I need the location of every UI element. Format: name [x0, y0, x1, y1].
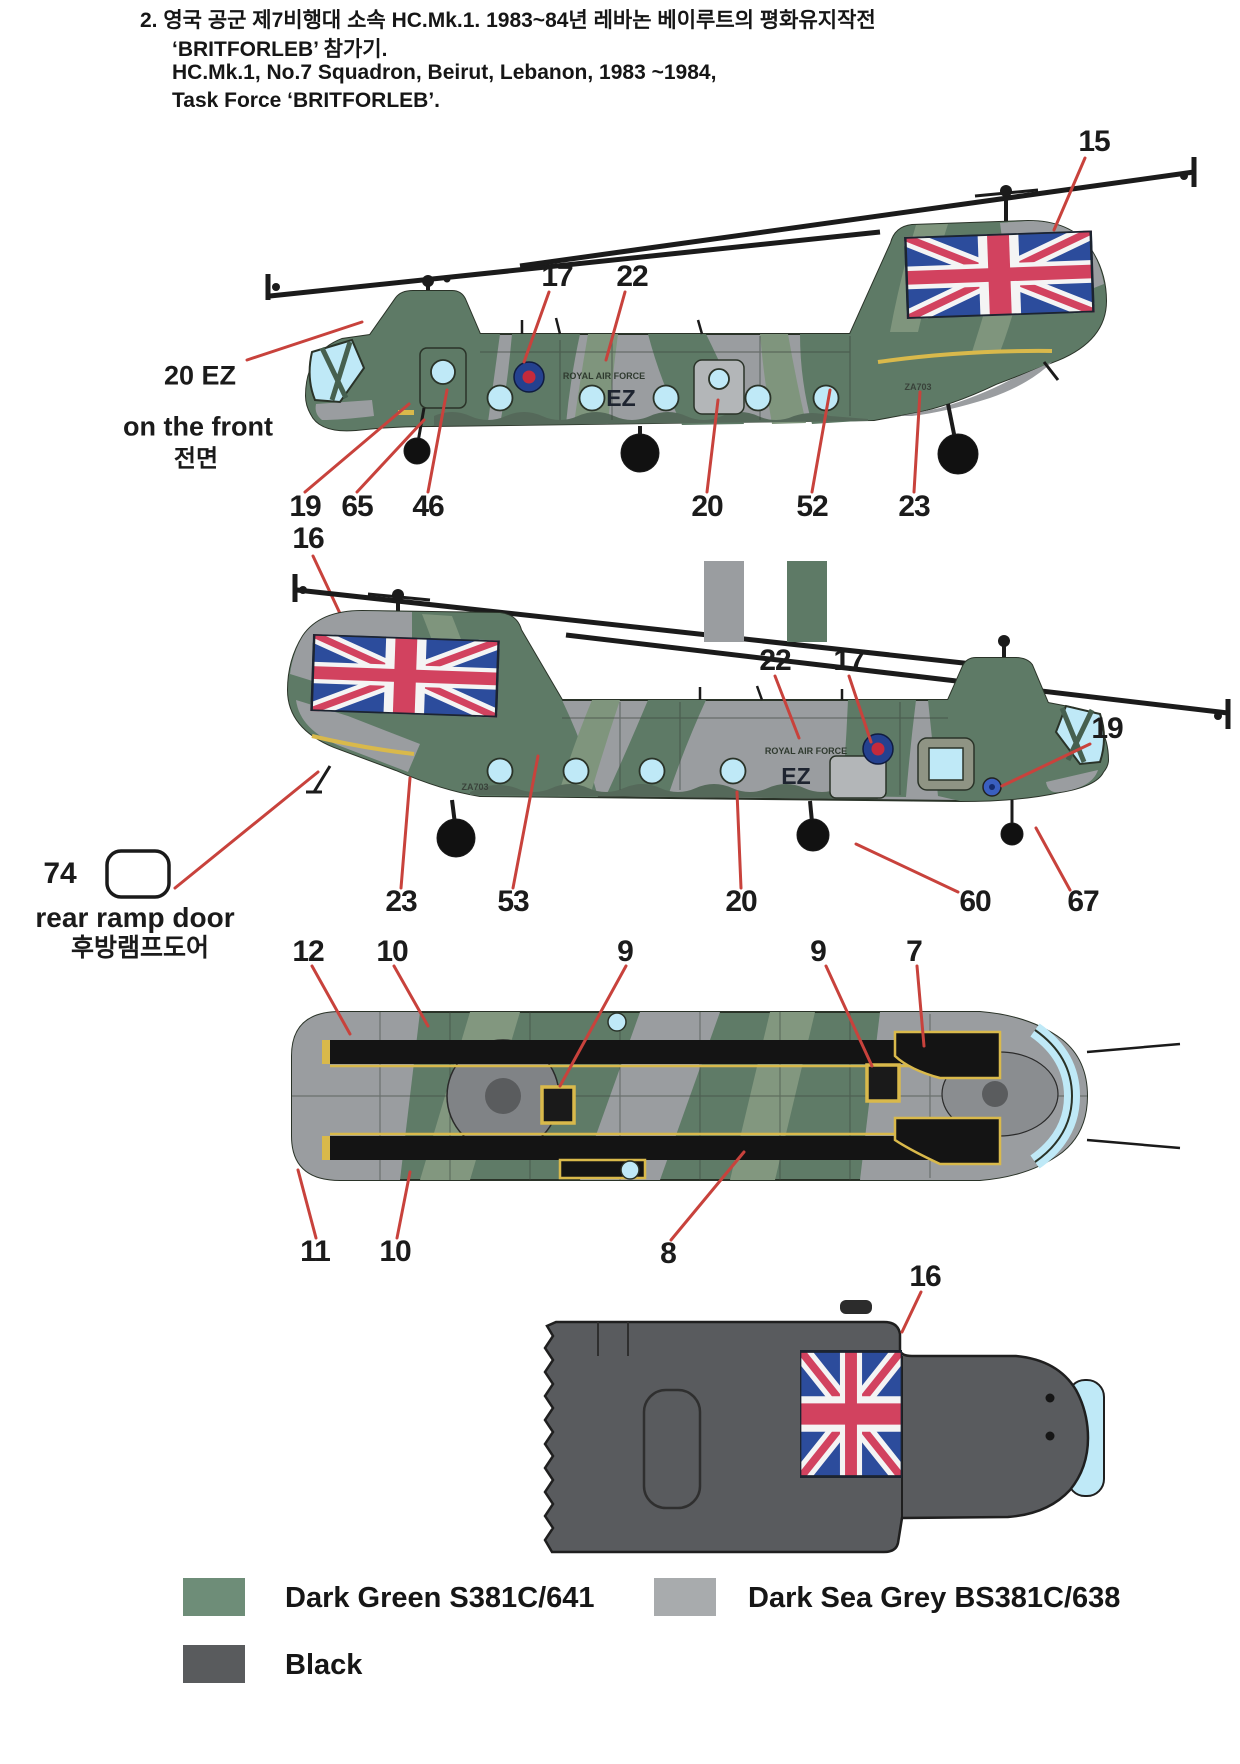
callout-17: 17	[541, 260, 573, 293]
callout-15: 15	[1078, 125, 1110, 158]
rear-ramp-note-ko: 후방램프도어	[70, 934, 210, 962]
union-jack-decal-view2	[310, 634, 500, 717]
callout-60: 60	[959, 885, 991, 918]
top-view-illustration	[291, 964, 1181, 1242]
callout-22: 22	[616, 260, 648, 293]
raf-roundel-view2	[862, 733, 894, 765]
callout-7: 7	[906, 935, 923, 968]
callout-9-left: 9	[617, 935, 634, 968]
callout-23: 23	[898, 490, 930, 523]
header-line-english-2: Task Force ‘BRITFORLEB’.	[172, 89, 440, 112]
callout-19b: 19	[1091, 712, 1123, 745]
front-code-note: 20 EZ	[163, 360, 237, 391]
callout-17b: 17	[833, 644, 865, 677]
top-view-leader-lines	[296, 964, 926, 1242]
front-code-note-ko: 전면	[173, 445, 219, 473]
callout-8: 8	[660, 1237, 677, 1270]
squadron-code-view1: EZ	[606, 385, 635, 411]
side-view-2-illustration: ROYAL AIR FORCE EZ ZA703	[105, 561, 1231, 899]
header-line-korean-2: ‘BRITFORLEB’ 참가기.	[172, 38, 388, 61]
view1-leader-lines	[245, 156, 1087, 624]
header-line-korean-1: 2. 영국 공군 제7비행대 소속 HC.Mk.1. 1983~84년 레바논 …	[140, 9, 876, 32]
callout-46: 46	[412, 490, 444, 523]
callout-23b: 23	[385, 885, 417, 918]
callout-20b: 20	[725, 885, 757, 918]
side-view-1-illustration: ROYAL AIR FORCE EZ ZA703	[245, 156, 1197, 624]
front-code-note-en: on the front	[123, 411, 273, 442]
union-jack-decal-view4	[800, 1350, 902, 1478]
callout-11: 11	[300, 1235, 331, 1268]
paint-chip-green	[787, 561, 827, 642]
callout-10-top: 10	[376, 935, 408, 968]
header-line-english-1: HC.Mk.1, No.7 Squadron, Beirut, Lebanon,…	[172, 61, 717, 84]
view4-leader-lines	[900, 1290, 923, 1334]
paint-chip-grey	[704, 561, 744, 642]
serial-number-view2: ZA703	[461, 782, 488, 792]
legend-swatch-black	[183, 1645, 245, 1683]
callout-9-right: 9	[810, 935, 827, 968]
callout-52: 52	[796, 490, 828, 523]
union-jack-decal-view1	[904, 230, 1095, 319]
callout-12: 12	[292, 935, 324, 968]
rear-ramp-door-icon	[105, 849, 171, 899]
royal-air-force-title-view1: ROYAL AIR FORCE	[563, 371, 645, 381]
callout-65: 65	[341, 490, 373, 523]
rear-ramp-number: 74	[43, 857, 77, 890]
callout-10-bottom: 10	[379, 1235, 411, 1268]
callout-20: 20	[691, 490, 723, 523]
legend-label-dark-sea-grey: Dark Sea Grey BS381C/638	[748, 1582, 1121, 1614]
view2-leader-lines	[173, 674, 1092, 894]
callout-67: 67	[1067, 885, 1099, 918]
legend-label-dark-green: Dark Green S381C/641	[285, 1582, 595, 1614]
rear-ramp-note-en: rear ramp door	[35, 902, 235, 933]
squadron-code-view2: EZ	[781, 763, 810, 789]
serial-number-view1: ZA703	[904, 382, 931, 392]
royal-air-force-title-view2: ROYAL AIR FORCE	[765, 746, 847, 756]
callout-16b: 16	[909, 1260, 941, 1293]
callout-22b: 22	[759, 644, 791, 677]
legend-swatch-dark-sea-grey	[654, 1578, 716, 1616]
callout-16: 16	[292, 522, 324, 555]
callout-53: 53	[497, 885, 529, 918]
raf-roundel-view1	[513, 361, 545, 393]
callout-19: 19	[289, 490, 321, 523]
rear-section-view-illustration	[543, 1290, 1105, 1554]
legend-swatch-dark-green	[183, 1578, 245, 1616]
legend-label-black: Black	[285, 1649, 363, 1681]
